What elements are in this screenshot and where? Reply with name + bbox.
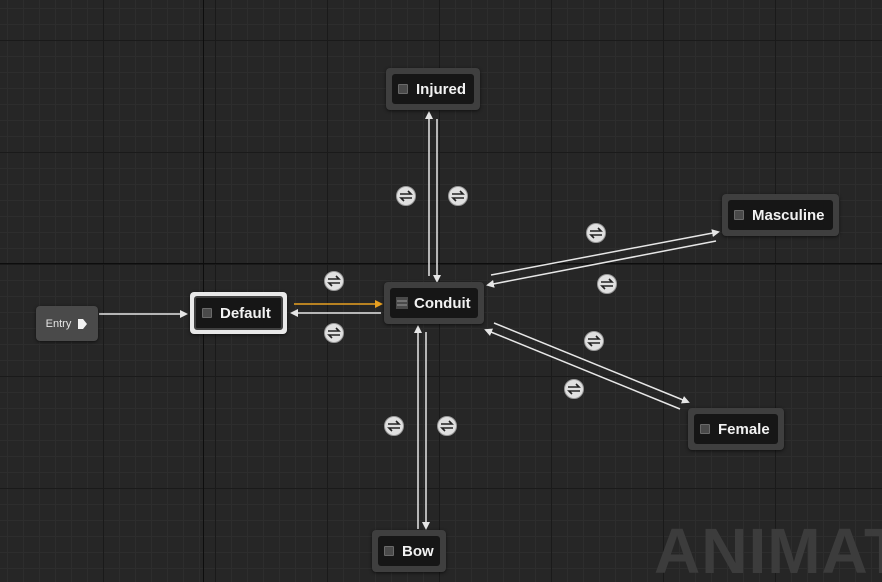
state-node-female[interactable]: Female	[688, 408, 784, 450]
graph-type-watermark: ANIMATIC	[654, 515, 882, 582]
transition-rule-icon[interactable]	[586, 223, 606, 243]
transition-rule-icon[interactable]	[597, 274, 617, 294]
state-node-injured[interactable]: Injured	[386, 68, 480, 110]
transition-rule-icon[interactable]	[396, 186, 416, 206]
transition-rule-icon[interactable]	[324, 323, 344, 343]
state-node-conduit[interactable]: Conduit	[384, 282, 484, 324]
transition-rule-icon[interactable]	[324, 271, 344, 291]
origin-axis-horizontal	[0, 263, 882, 264]
state-label-injured: Injured	[416, 80, 467, 98]
state-label-female: Female	[718, 420, 770, 438]
state-pin-icon	[202, 308, 212, 318]
transition-rule-icon[interactable]	[584, 331, 604, 351]
wire-masculine-conduit	[486, 240, 717, 288]
exec-pin-icon[interactable]	[77, 318, 88, 330]
state-pin-icon	[700, 424, 710, 434]
state-node-bow[interactable]: Bow	[372, 530, 446, 572]
wire-conduit-masculine	[490, 229, 720, 276]
wire-conduit-female	[493, 322, 690, 404]
entry-label: Entry	[45, 317, 72, 330]
state-pin-icon	[734, 210, 744, 220]
state-node-masculine[interactable]: Masculine	[722, 194, 839, 236]
transition-rule-icon[interactable]	[448, 186, 468, 206]
transition-rule-icon[interactable]	[384, 416, 404, 436]
wire-female-conduit	[484, 328, 681, 410]
state-pin-icon	[384, 546, 394, 556]
origin-axis-vertical	[203, 0, 204, 582]
state-label-masculine: Masculine	[752, 206, 825, 224]
state-pin-icon	[398, 84, 408, 94]
transition-rule-icon[interactable]	[564, 379, 584, 399]
state-label-bow: Bow	[402, 542, 434, 560]
state-label-default: Default	[220, 304, 271, 322]
conduit-icon	[396, 297, 408, 309]
state-node-default[interactable]: Default	[190, 292, 287, 334]
transition-rule-icon[interactable]	[437, 416, 457, 436]
entry-node[interactable]: Entry	[36, 306, 98, 341]
state-label-conduit: Conduit	[414, 294, 471, 312]
